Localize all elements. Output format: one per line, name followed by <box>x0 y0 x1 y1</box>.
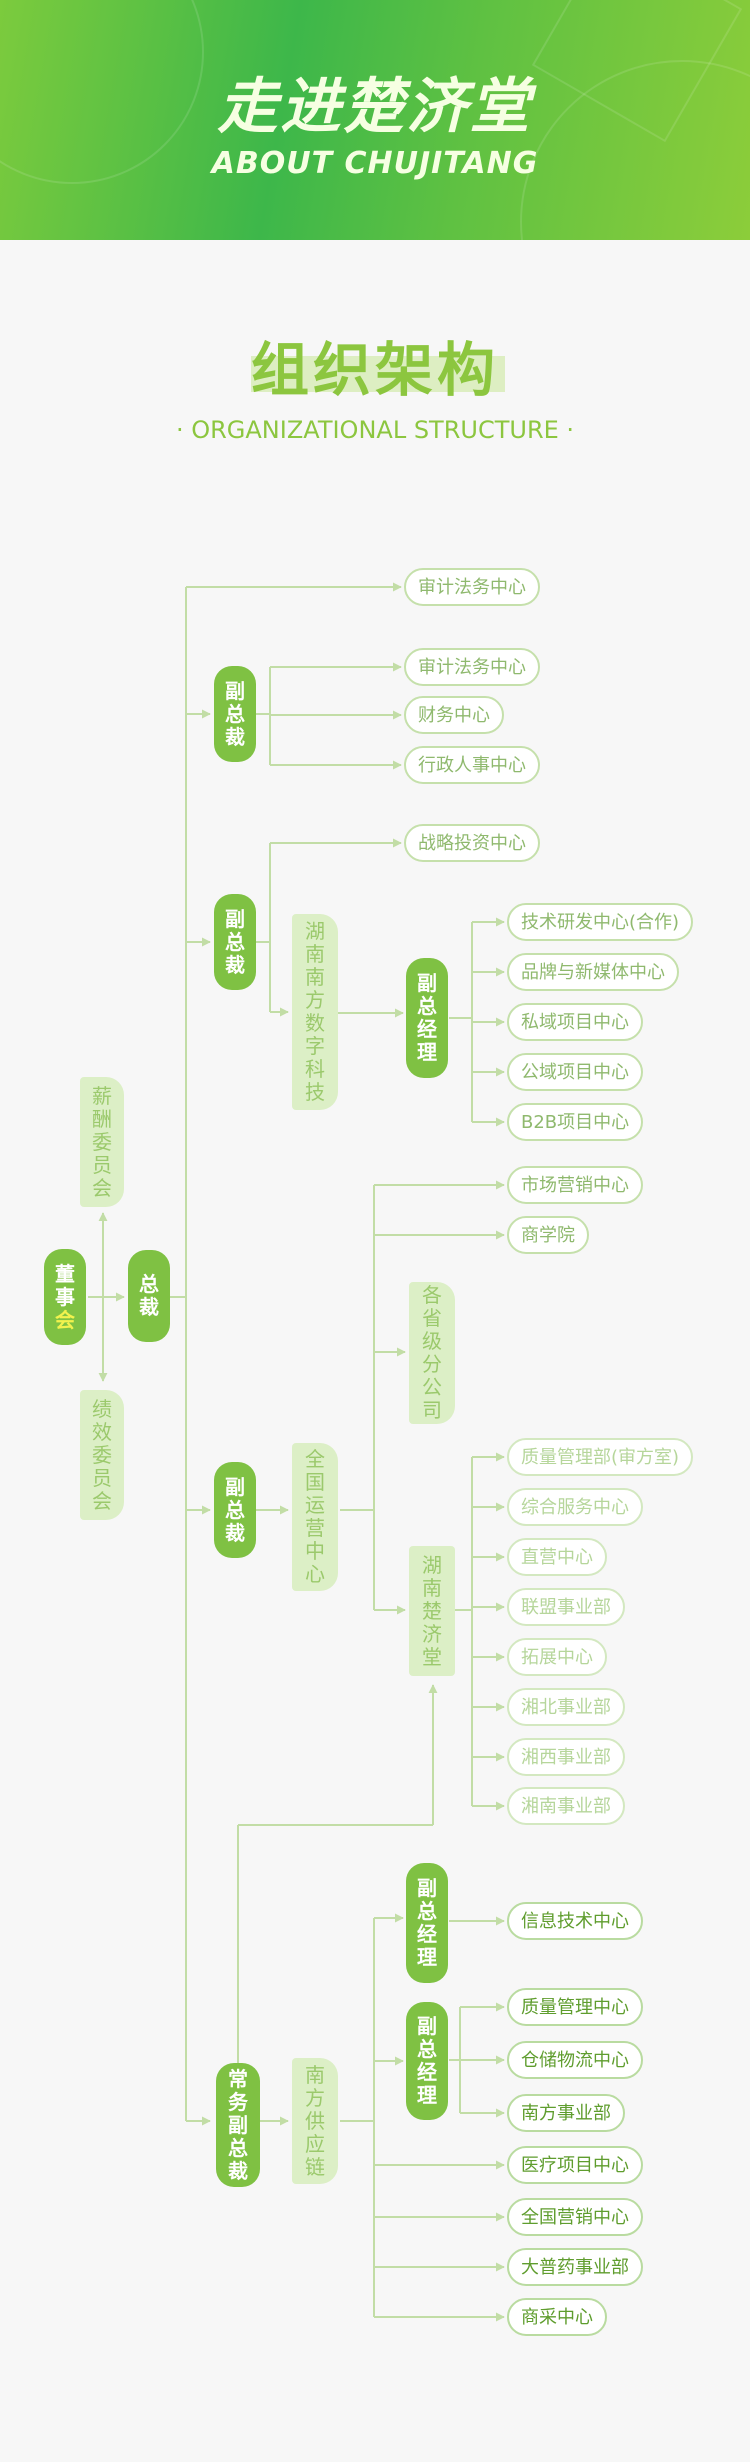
president-node: 总裁 <box>128 1250 170 1342</box>
vice-president-2: 副总裁 <box>214 894 256 990</box>
banner-subtitle: ABOUT CHUJITANG <box>211 146 539 181</box>
center-b2b: B2B项目中心 <box>507 1103 644 1141</box>
center-national-marketing: 全国营销中心 <box>507 2198 643 2236</box>
center-brand-media: 品牌与新媒体中心 <box>507 953 679 991</box>
center-warehouse-logistics: 仓储物流中心 <box>507 2041 643 2079</box>
executive-vice-president: 常务副总裁 <box>216 2063 260 2187</box>
vice-president-1: 副总裁 <box>214 666 256 762</box>
center-audit-legal: 审计法务中心 <box>404 568 540 606</box>
section-title: 组织架构 <box>250 336 499 404</box>
center-marketing: 市场营销中心 <box>507 1166 643 1204</box>
committee-performance: 绩效委员会 <box>80 1390 124 1520</box>
section-title-highlight <box>251 356 505 392</box>
nanfang-supply-chain: 南方供应链 <box>292 2058 338 2184</box>
unit-alliance: 联盟事业部 <box>507 1588 625 1626</box>
hunan-chujitang: 湖南楚济堂 <box>409 1546 455 1676</box>
unit-xiangxi: 湘西事业部 <box>507 1738 625 1776</box>
unit-xiangbei: 湘北事业部 <box>507 1688 625 1726</box>
unit-xiangnan: 湘南事业部 <box>507 1787 625 1825</box>
center-tech-rd: 技术研发中心(合作) <box>507 903 694 941</box>
general-manager-supply-1: 副总经理 <box>406 1863 448 1983</box>
vice-president-3: 副总裁 <box>214 1462 256 1558</box>
section-subtitle: · ORGANIZATIONAL STRUCTURE · <box>175 416 575 444</box>
board-of-directors: 董事会 <box>44 1249 86 1345</box>
business-school: 商学院 <box>507 1216 589 1254</box>
unit-quality-management: 质量管理部(审方室) <box>507 1438 694 1476</box>
center-strategy-investment: 战略投资中心 <box>404 824 540 862</box>
banner-title: 走进楚济堂 <box>217 72 533 142</box>
company-hunan-nanfang-digital: 湖南南方数字科技 <box>292 914 338 1110</box>
general-manager-digital: 副总经理 <box>406 958 448 1078</box>
unit-general-pharma: 大普药事业部 <box>507 2248 643 2286</box>
center-audit-legal-2: 审计法务中心 <box>404 648 540 686</box>
unit-expansion: 拓展中心 <box>507 1638 607 1676</box>
center-private-domain: 私域项目中心 <box>507 1003 643 1041</box>
center-finance: 财务中心 <box>404 696 504 734</box>
center-public-domain: 公域项目中心 <box>507 1053 643 1091</box>
unit-nanfang-business: 南方事业部 <box>507 2094 625 2132</box>
general-manager-supply-2: 副总经理 <box>406 2002 448 2120</box>
unit-direct-operations: 直营中心 <box>507 1538 607 1576</box>
unit-general-services: 综合服务中心 <box>507 1488 643 1526</box>
national-operations-center: 全国运营中心 <box>292 1443 338 1591</box>
center-procurement: 商采中心 <box>507 2298 607 2336</box>
header-banner: 走进楚济堂 ABOUT CHUJITANG <box>0 0 750 240</box>
center-medical-projects: 医疗项目中心 <box>507 2146 643 2184</box>
center-admin-hr: 行政人事中心 <box>404 746 540 784</box>
center-information-technology: 信息技术中心 <box>507 1902 643 1940</box>
center-quality-management: 质量管理中心 <box>507 1988 643 2026</box>
provincial-branches: 各省级分公司 <box>409 1282 455 1424</box>
committee-compensation: 薪酬委员会 <box>80 1077 124 1207</box>
